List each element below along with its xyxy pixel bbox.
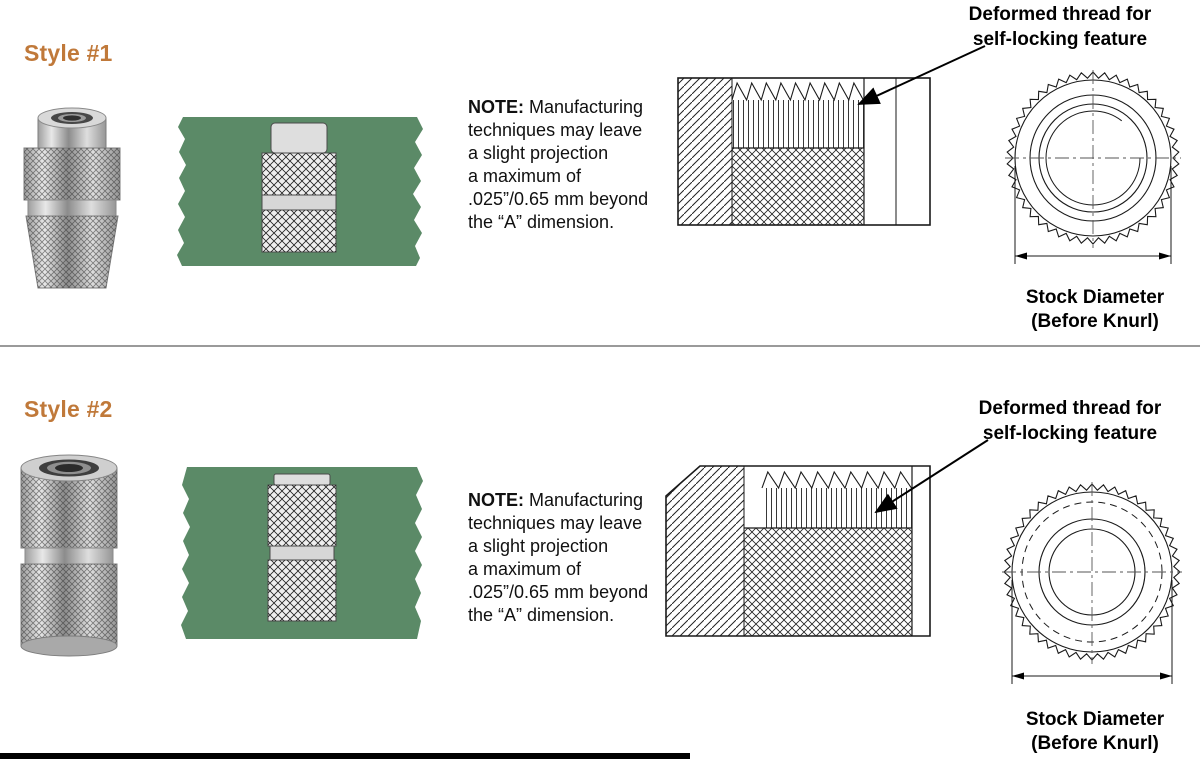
insert-smooth-band xyxy=(269,545,335,561)
knurl-texture xyxy=(268,560,336,621)
callout-line: Deformed thread for xyxy=(968,4,1152,25)
note-line: a maximum of xyxy=(468,166,582,187)
photo-knurl-texture xyxy=(21,564,117,646)
note-line: NOTE: Manufacturing xyxy=(468,489,678,512)
photo-bore-center xyxy=(63,115,81,121)
note-label: NOTE: xyxy=(468,490,524,510)
top-view-drawing-style-1 xyxy=(1002,66,1184,284)
section-hatch-left xyxy=(677,77,733,226)
note-line: a slight projection xyxy=(468,143,609,164)
note-line1-rest: Manufacturing xyxy=(524,490,644,510)
callout-line: Deformed thread for xyxy=(978,398,1162,419)
note-line: .025”/0.65 mm beyond xyxy=(468,582,649,603)
photo-knurl-texture xyxy=(24,148,120,200)
photo-bottom-face xyxy=(20,635,118,657)
style-2-heading: Style #2 xyxy=(24,396,113,422)
note-line: a maximum of xyxy=(468,559,582,580)
note-text-style-2: NOTE: Manufacturing techniques may leave… xyxy=(468,489,678,627)
installed-insert-illustration-style-1 xyxy=(174,117,426,266)
note-line: techniques may leave xyxy=(468,513,643,534)
note-line: a slight projection xyxy=(468,536,609,557)
dimension-arrow-left xyxy=(1012,672,1024,680)
note-line: the “A” dimension. xyxy=(468,212,615,233)
top-view-drawing-style-2 xyxy=(998,476,1186,704)
cross-section-drawing-style-2 xyxy=(664,460,934,643)
installed-insert xyxy=(261,122,337,253)
dimension-arrow-left xyxy=(1015,252,1027,260)
arrow-line xyxy=(874,439,989,514)
dim-label-line: (Before Knurl) xyxy=(1031,311,1159,333)
style-1-heading: Style #1 xyxy=(24,40,113,66)
installed-insert-illustration-style-2 xyxy=(178,467,426,639)
photo-smooth-band xyxy=(24,547,114,565)
callout-arrow-style-2 xyxy=(874,439,989,514)
page-bottom-rule xyxy=(0,753,690,759)
dim-label-line: (Before Knurl) xyxy=(1031,733,1159,755)
knurl-texture xyxy=(262,153,336,195)
note-line: techniques may leave xyxy=(468,120,643,141)
installed-insert xyxy=(267,473,337,622)
note-label: NOTE: xyxy=(468,97,524,117)
stock-diameter-label-style-2: Stock Diameter (Before Knurl) xyxy=(995,708,1195,757)
note-line: .025”/0.65 mm beyond xyxy=(468,189,649,210)
note-line: the “A” dimension. xyxy=(468,605,615,626)
callout-arrow-style-1 xyxy=(857,45,986,105)
insert-photo-style-1 xyxy=(6,92,138,294)
thread-profile-teeth xyxy=(761,470,912,490)
insert-smooth-band xyxy=(261,194,337,211)
photo-bore-center xyxy=(55,464,83,472)
dim-label-line: Stock Diameter xyxy=(1025,709,1165,730)
dim-label-line: Stock Diameter xyxy=(1025,287,1165,308)
knurl-texture xyxy=(262,210,336,252)
arrow-line xyxy=(857,45,986,105)
stock-diameter-label-style-1: Stock Diameter (Before Knurl) xyxy=(995,286,1195,335)
knurl-zone xyxy=(731,147,865,226)
knurl-texture xyxy=(268,485,336,546)
insert-cap xyxy=(273,473,331,486)
insert-photo-style-2 xyxy=(6,446,134,664)
note-text-style-1: NOTE: Manufacturing techniques may leave… xyxy=(468,96,678,234)
callout-deformed-thread-style-1: Deformed thread for self-locking feature xyxy=(942,3,1178,52)
note-line: NOTE: Manufacturing xyxy=(468,96,678,119)
dimension-arrow-right xyxy=(1160,672,1172,680)
knurl-zone xyxy=(743,527,913,637)
callout-deformed-thread-style-2: Deformed thread for self-locking feature xyxy=(952,397,1188,446)
thread-section-lines xyxy=(732,100,864,148)
section-divider xyxy=(0,345,1200,347)
dimension-arrow-right xyxy=(1159,252,1171,260)
photo-knurl-texture xyxy=(26,216,118,288)
callout-line: self-locking feature xyxy=(982,422,1158,444)
cross-section-drawing-style-1 xyxy=(676,70,934,233)
thread-profile-teeth xyxy=(731,81,864,102)
insert-cap xyxy=(270,122,328,154)
callout-line: self-locking feature xyxy=(972,28,1148,50)
note-line1-rest: Manufacturing xyxy=(524,97,644,117)
photo-smooth-band xyxy=(27,199,117,217)
section-hatch-left xyxy=(665,465,745,637)
